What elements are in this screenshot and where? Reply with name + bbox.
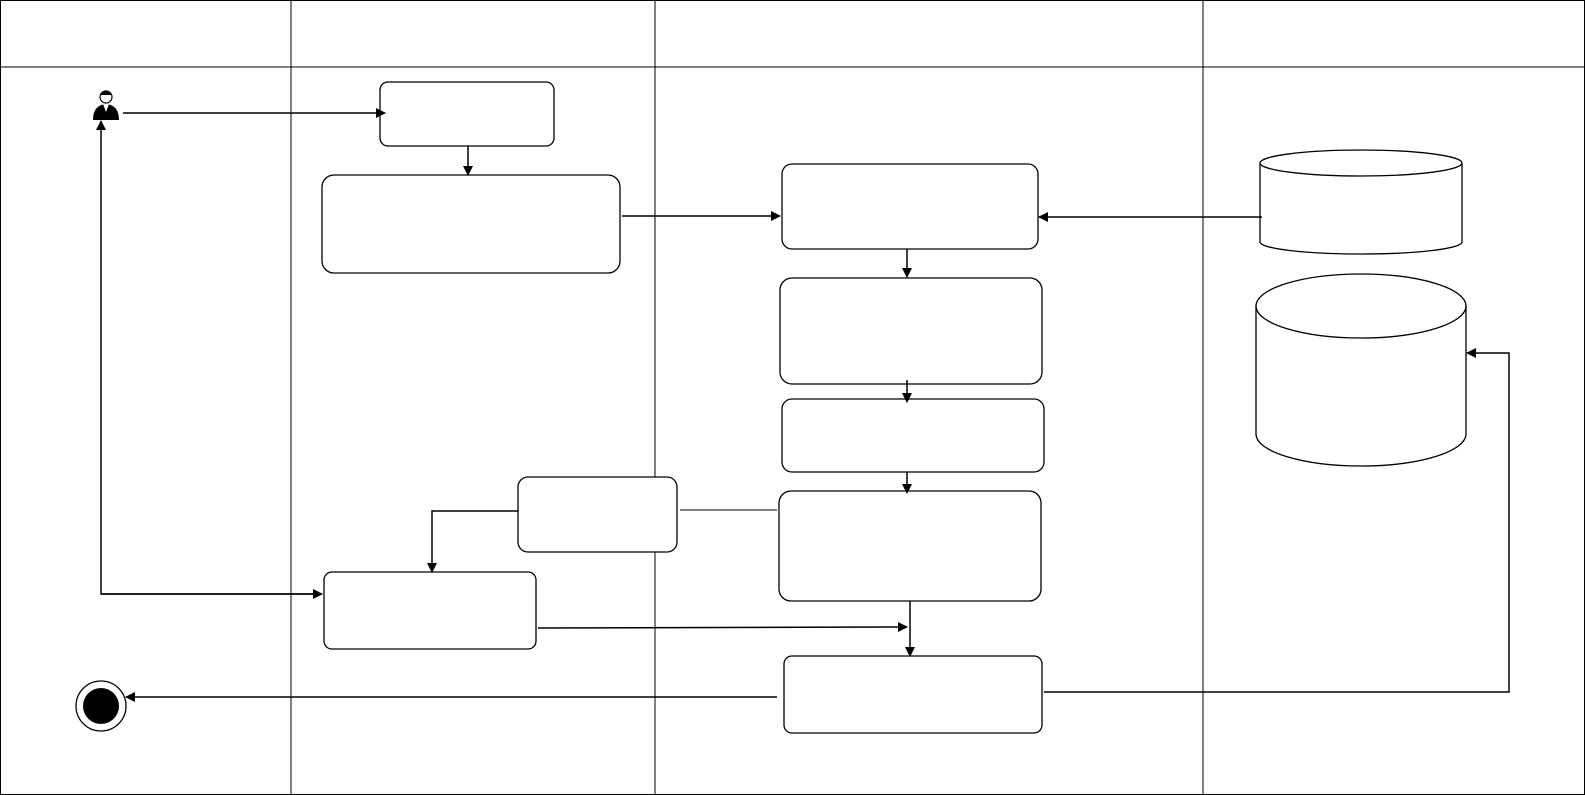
- activity-node: [781, 398, 1045, 473]
- activity-node: [323, 571, 537, 650]
- activity-node: [321, 174, 621, 274]
- activity-node: [778, 490, 1042, 602]
- activity-node: [781, 163, 1039, 250]
- flow-arrow: [427, 510, 518, 573]
- flow-arrow: [537, 622, 908, 633]
- activity-node: [783, 655, 1043, 734]
- control-flows: [96, 108, 1510, 702]
- flow-arrow: [1044, 348, 1510, 693]
- final-state-icon: [75, 680, 127, 732]
- database-icon: [1255, 273, 1467, 467]
- flow-arrow: [96, 120, 322, 595]
- activity-node: [779, 277, 1043, 385]
- activity-node: [517, 476, 678, 553]
- database-icon: [1259, 149, 1463, 255]
- user-actor-icon: [93, 90, 119, 120]
- activity-node: [379, 81, 555, 147]
